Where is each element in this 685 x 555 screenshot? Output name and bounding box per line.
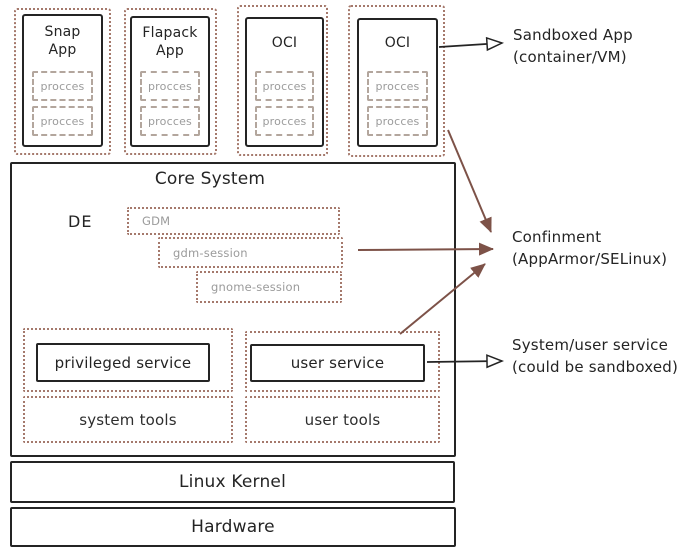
annotation-confinement: Confinment (AppArmor/SELinux)	[512, 226, 667, 270]
process-box: procces	[140, 106, 200, 136]
annotation-line: Confinment	[512, 228, 602, 246]
privileged-service-box: privileged service	[36, 343, 210, 382]
oci-sandbox-outline-2	[348, 5, 445, 157]
oci-title-1: OCI	[255, 19, 314, 66]
snap-app-sandbox-outline	[14, 8, 111, 155]
flapack-app-title: Flapack App	[140, 18, 200, 66]
core-system-title: Core System	[154, 169, 266, 189]
system-tools-box: system tools	[23, 396, 233, 443]
app-title-line: Snap	[44, 24, 81, 40]
process-box: procces	[367, 106, 428, 136]
process-box: procces	[367, 71, 428, 101]
flapack-app-box: Flapack App procces procces	[130, 16, 210, 147]
annotation-sandboxed-app: Sandboxed App (container/VM)	[513, 24, 633, 68]
gdm-box: GDM	[127, 207, 340, 235]
app-title-line: OCI	[271, 34, 298, 51]
app-title-line: App	[48, 42, 77, 58]
hardware-box: Hardware	[10, 507, 456, 547]
app-title-line: Flapack	[142, 25, 198, 41]
de-label: DE	[68, 212, 93, 231]
core-system-box	[10, 162, 456, 457]
oci-box-2: OCI procces procces	[357, 18, 438, 147]
user-tools-box: user tools	[245, 396, 440, 443]
flapack-app-sandbox-outline	[124, 8, 217, 155]
annotation-line: Sandboxed App	[513, 26, 633, 44]
snap-app-title: Snap App	[32, 16, 93, 66]
linux-kernel-box: Linux Kernel	[10, 461, 455, 503]
privileged-service-group-outline	[23, 328, 233, 392]
gnome-session-box: gnome-session	[196, 271, 342, 303]
oci-sandbox-outline-1	[237, 5, 328, 156]
process-box: procces	[255, 106, 314, 136]
oci-title-2: OCI	[367, 20, 428, 66]
process-box: procces	[32, 106, 93, 136]
oci-box-1: OCI procces procces	[245, 17, 324, 147]
annotation-line: System/user service	[512, 336, 669, 354]
app-title-line: OCI	[384, 35, 411, 51]
process-box: procces	[32, 71, 93, 101]
annotation-line: (container/VM)	[513, 48, 627, 66]
annotation-line: (could be sandboxed)	[512, 358, 679, 376]
gdm-session-box: gdm-session	[158, 237, 343, 268]
app-title-line: App	[156, 43, 184, 59]
snap-app-box: Snap App procces procces	[22, 14, 103, 147]
process-box: procces	[255, 71, 314, 101]
annotation-line: (AppArmor/SELinux)	[512, 250, 668, 268]
process-box: procces	[140, 71, 200, 101]
user-service-box: user service	[250, 344, 425, 382]
sandboxed-app-arrow	[438, 43, 502, 47]
annotation-service: System/user service (could be sandboxed)	[512, 334, 678, 378]
